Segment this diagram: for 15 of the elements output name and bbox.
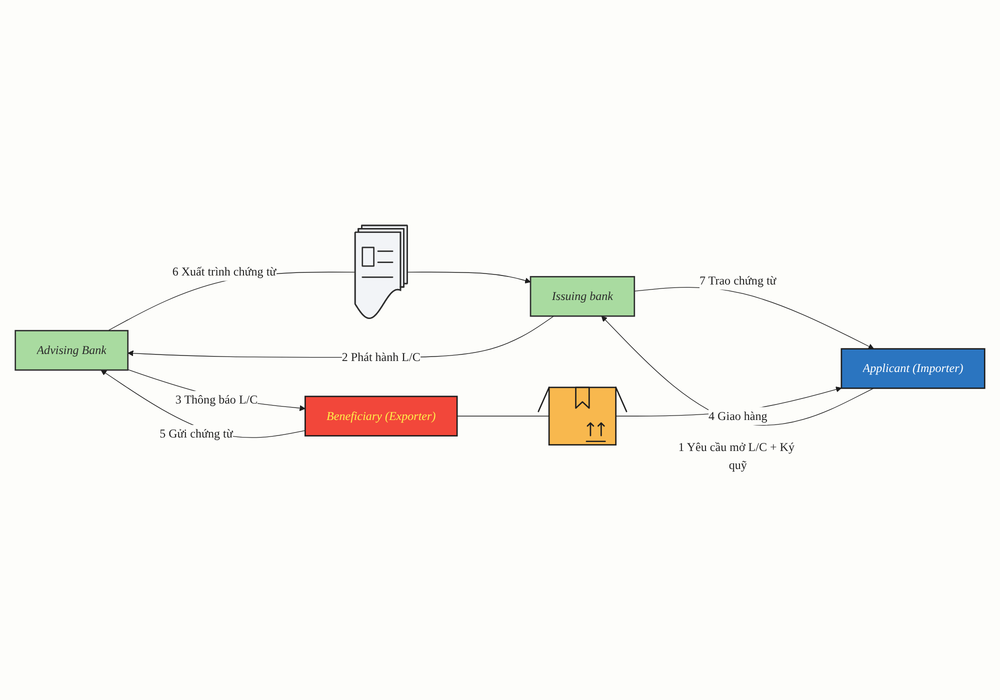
arrow [634, 287, 874, 350]
edge-label: 6 Xuất trình chứng từ [172, 264, 276, 278]
edge-label: 2 Phát hành L/C [342, 350, 420, 364]
node-box: Beneficiary (Exporter) [304, 396, 458, 436]
node-box: Applicant (Importer) [840, 348, 986, 389]
node-box: Advising Bank [14, 330, 129, 371]
arrow [407, 272, 531, 284]
arrow [128, 369, 306, 412]
edge-label: 5 Gửi chứng từ [160, 426, 233, 440]
edge-label: 4 Giao hàng [708, 409, 768, 422]
arrow [100, 370, 306, 438]
edge-label: 1 Yêu cầu mở L/C + Ký quỹ [678, 440, 794, 472]
node-box: Issuing bank [530, 276, 636, 317]
edge-label: 7 Trao chứng từ [699, 274, 776, 288]
edge-label: 3 Thông báo L/C [175, 392, 258, 406]
